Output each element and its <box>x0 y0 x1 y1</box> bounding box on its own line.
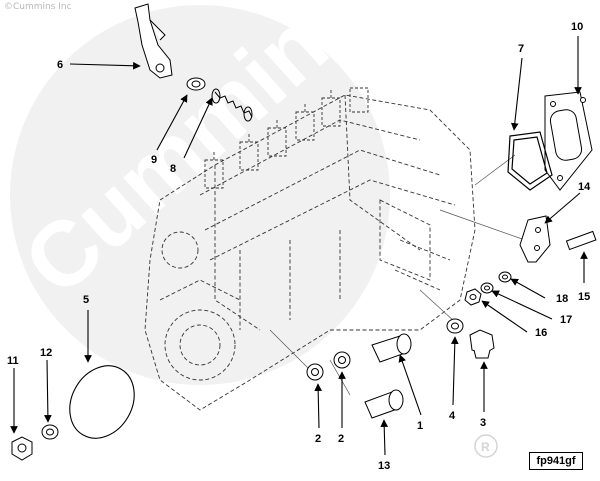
callout-label: 14 <box>578 181 591 193</box>
washers-nut-group <box>464 271 512 306</box>
callout-label: 12 <box>40 347 52 359</box>
callout-label: 13 <box>378 460 390 472</box>
callout-label: 9 <box>151 154 157 166</box>
stud-part <box>565 230 597 251</box>
callout-label: 1 <box>417 420 423 432</box>
callout-arrows <box>10 36 588 456</box>
callout-label: 16 <box>535 327 547 339</box>
sealing-washers-group <box>306 351 351 381</box>
bushing-part <box>186 77 206 91</box>
callout-label: 7 <box>518 43 524 55</box>
copyright-notice: ©Cummins Inc <box>4 2 72 12</box>
callout-label: 18 <box>556 293 568 305</box>
callout-label: 8 <box>170 163 176 175</box>
bracket-part <box>519 215 551 263</box>
callout-labels: 6 9 8 10 7 14 5 18 15 17 16 11 12 2 2 4 … <box>7 21 591 472</box>
nut-washer-group <box>11 424 59 461</box>
throttle-lever-part <box>134 3 173 79</box>
registered-mark-icon <box>474 434 498 458</box>
cover-plate-part <box>544 91 593 191</box>
callout-label: 6 <box>57 59 63 71</box>
callout-label: 4 <box>449 410 456 422</box>
callout-label: 2 <box>315 433 321 445</box>
callout-label: 5 <box>83 294 89 306</box>
callout-label: 2 <box>338 433 344 445</box>
plug-washer-group <box>446 318 495 359</box>
callout-label: 10 <box>571 21 583 33</box>
svg-text:R: R <box>481 440 490 454</box>
callout-label: 11 <box>7 355 19 367</box>
callout-label: 3 <box>480 417 486 429</box>
pump-elements <box>204 87 369 189</box>
gasket-part <box>507 131 553 191</box>
fittings-group <box>364 333 412 419</box>
spring-part <box>211 88 253 122</box>
callout-label: 15 <box>578 291 590 303</box>
callout-label: 17 <box>560 314 572 326</box>
cover-disc-part <box>69 365 135 439</box>
figure-code-box: fp941gf <box>529 452 583 470</box>
